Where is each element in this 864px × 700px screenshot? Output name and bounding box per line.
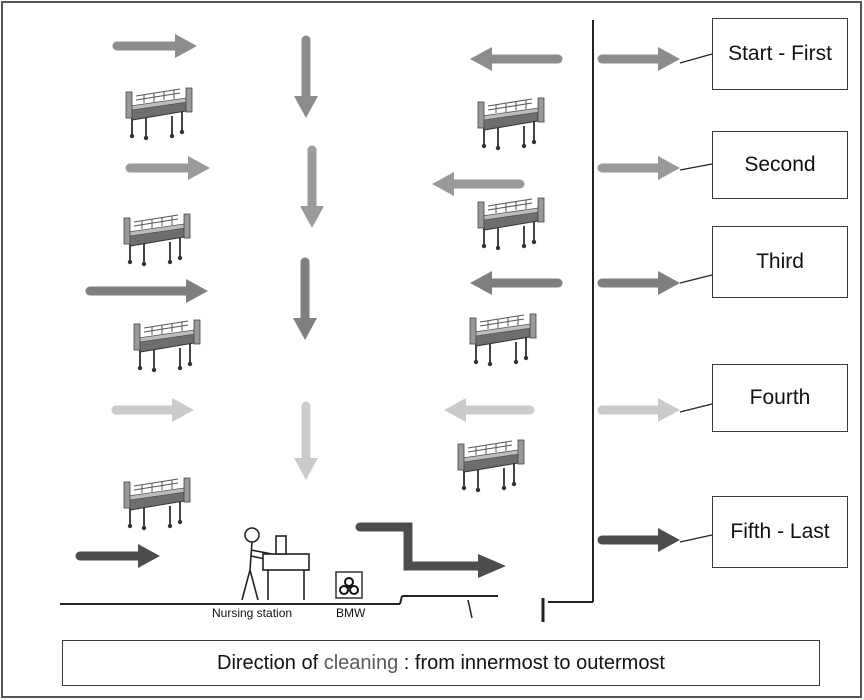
bed-icon-1 xyxy=(125,87,193,142)
arrow-right-row3 xyxy=(470,271,563,295)
nursing-station-icon xyxy=(241,527,310,601)
arrow-center-row2 xyxy=(300,145,324,228)
bed-icon-5 xyxy=(133,319,201,374)
biohazard-icon xyxy=(335,571,363,599)
bed-icon-2 xyxy=(477,97,545,152)
connector-line-2 xyxy=(679,163,713,171)
bed-icon-8 xyxy=(123,477,191,532)
arrows-layer xyxy=(75,34,680,578)
bed-icon-4 xyxy=(477,197,545,252)
connector-line-5 xyxy=(679,534,713,543)
arrow-left-row1 xyxy=(112,34,197,58)
legend-arrow-fourth xyxy=(597,398,680,422)
arrow-left-row4 xyxy=(111,398,194,422)
step-label-third: Third xyxy=(712,226,848,298)
arrow-left-row2 xyxy=(125,156,210,180)
nursing-station-label: Nursing station xyxy=(212,606,293,620)
legend-arrow-third xyxy=(597,271,680,295)
bed-icon-7 xyxy=(457,439,525,494)
step-label-fifth: Fifth - Last xyxy=(712,496,848,568)
bed-icon-6 xyxy=(469,313,537,368)
arrow-center-row3 xyxy=(293,257,317,340)
connector-line-4 xyxy=(679,403,713,413)
step-label-first: Start - First xyxy=(712,18,848,90)
ward-floor-mark xyxy=(467,599,473,619)
legend-arrow-fifth xyxy=(597,528,680,552)
direction-note: Direction of cleaning : from innermost t… xyxy=(62,640,820,686)
arrow-right-row2 xyxy=(432,172,525,196)
arrow-exit-path xyxy=(355,522,506,578)
direction-note-prefix: Direction of xyxy=(217,651,324,674)
connector-line-1 xyxy=(679,53,713,64)
connector-line-3 xyxy=(679,274,713,284)
arrow-right-row4 xyxy=(444,398,535,422)
arrow-center-row1 xyxy=(294,35,318,118)
ward-floor-step xyxy=(399,595,403,605)
step-label-fourth: Fourth xyxy=(712,364,848,432)
arrow-left-row5 xyxy=(75,544,160,568)
bmw-label: BMW xyxy=(336,606,366,620)
arrow-center-row4 xyxy=(294,401,318,480)
arrow-right-row1 xyxy=(470,47,563,71)
direction-note-highlight: cleaning xyxy=(323,651,399,674)
legend-arrow-first xyxy=(597,47,680,71)
direction-note-suffix: : from innermost to outermost xyxy=(398,651,665,674)
bed-icon-3 xyxy=(123,213,191,268)
step-label-second: Second xyxy=(712,131,848,199)
arrow-left-row3 xyxy=(85,279,208,303)
legend-arrow-second xyxy=(597,156,680,180)
